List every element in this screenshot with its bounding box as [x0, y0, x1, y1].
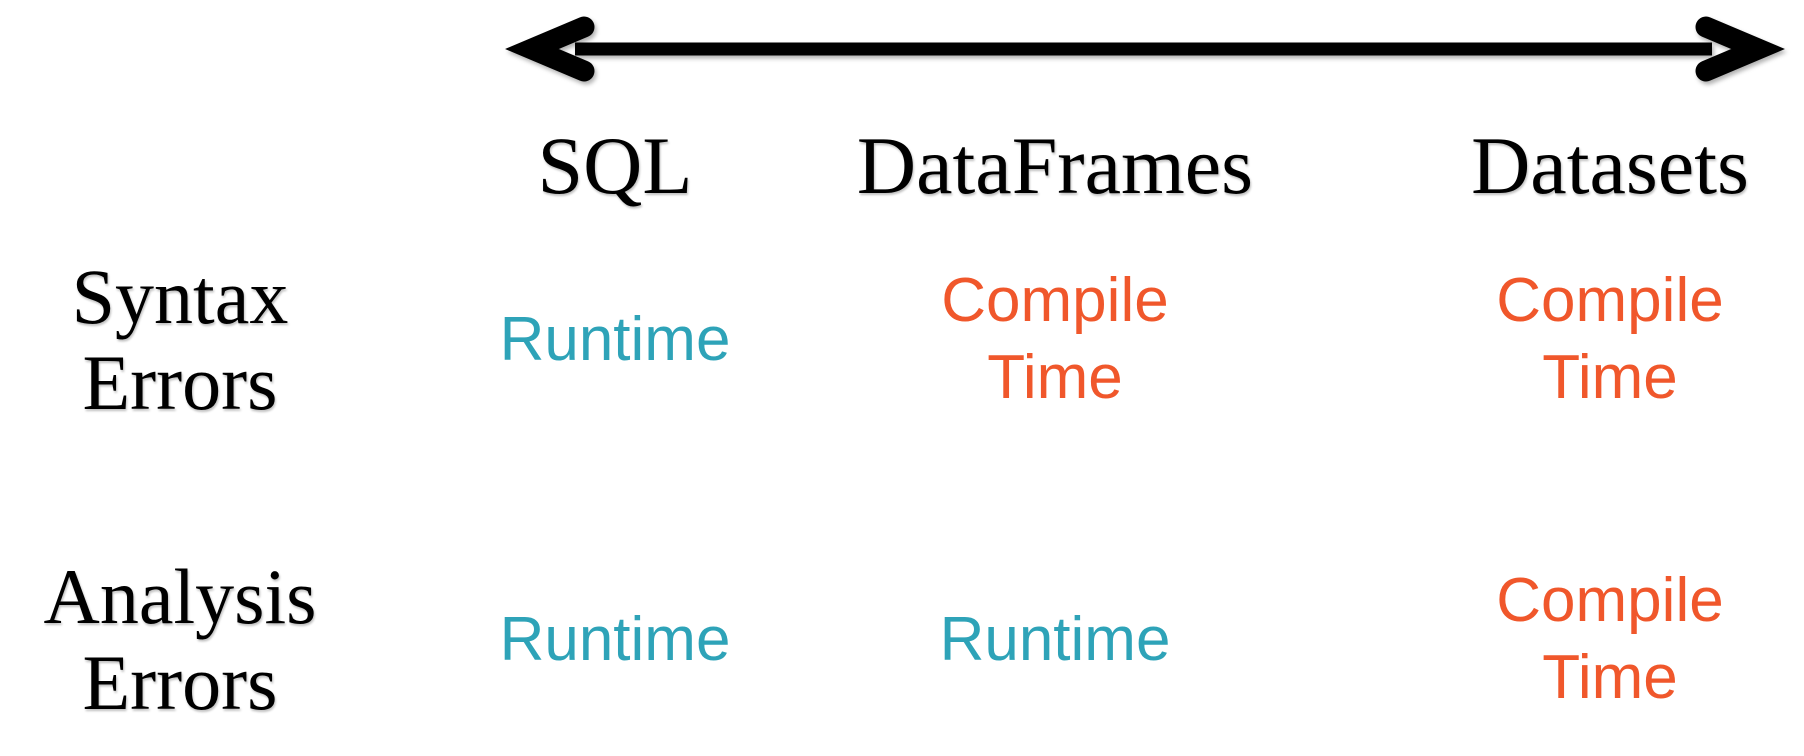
cell-value: Compile Time: [1496, 266, 1724, 412]
cell-analysis-dataframes: Runtime: [870, 525, 1240, 755]
row-header-syntax-errors: Syntax Errors: [0, 225, 360, 455]
column-header-dataframes: DataFrames: [856, 120, 1254, 211]
row-header-label: Syntax Errors: [71, 253, 289, 426]
cell-value: Compile Time: [941, 266, 1169, 412]
cell-value: Runtime: [939, 604, 1171, 674]
column-header-datasets: Datasets: [1471, 120, 1749, 211]
row-header-label: Analysis Errors: [43, 553, 317, 726]
spectrum-double-arrow-icon: [505, 16, 1785, 82]
column-header-sql: SQL: [537, 120, 693, 211]
error-matrix: SQL DataFrames Datasets Syntax Errors Ru…: [0, 85, 1804, 755]
row-header-analysis-errors: Analysis Errors: [0, 525, 360, 755]
cell-value: Runtime: [499, 604, 731, 674]
matrix-corner: [0, 85, 360, 225]
cell-syntax-datasets: Compile Time: [1240, 225, 1804, 455]
cell-value: Compile Time: [1496, 566, 1724, 712]
cell-analysis-sql: Runtime: [360, 525, 870, 755]
row-gap: [0, 455, 1804, 525]
cell-value: Runtime: [499, 304, 731, 374]
cell-analysis-datasets: Compile Time: [1240, 525, 1804, 755]
cell-syntax-sql: Runtime: [360, 225, 870, 455]
cell-syntax-dataframes: Compile Time: [870, 225, 1240, 455]
